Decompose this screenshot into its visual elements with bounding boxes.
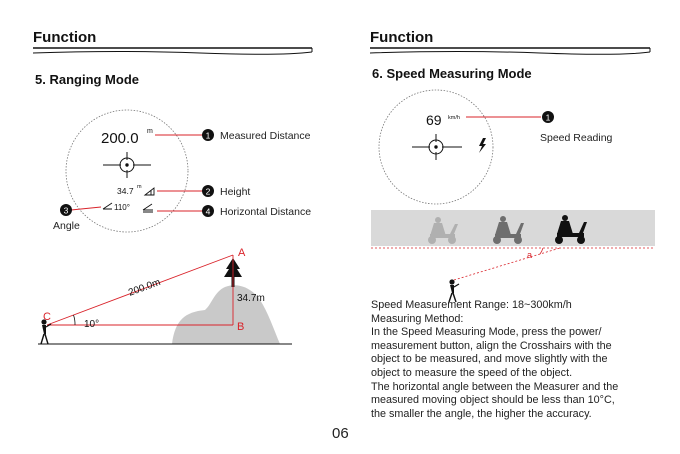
hypotenuse-line [46,254,234,326]
point-a-label: A [238,247,246,259]
point-c-label: C [43,311,51,323]
callout-2-label: Height [220,186,250,198]
angle-label: 10° [84,319,99,330]
instruction-line: measurement button, align the Crosshairs… [371,339,612,352]
person-icon [40,319,52,345]
callout-3-badge [60,204,72,216]
instruction-line: Speed Measurement Range: 18~300km/h [371,299,572,311]
height-icon [143,187,155,196]
callout-1-label: Measured Distance [220,130,311,142]
motion-strip [371,210,655,246]
scooter-rider-icon [428,217,458,244]
speed-mode-title: 6. Speed Measuring Mode [372,66,532,81]
callout-1-label: Speed Reading [540,132,613,144]
instruction-line: the smaller the angle, the higher the ac… [371,407,592,420]
angle-icon [102,202,113,210]
lightning-icon [479,138,486,153]
callout-4-badge [202,205,214,217]
speed-unit: km/h [448,115,460,121]
instruction-line: object to measure the speed of the objec… [371,366,573,379]
angle-arc [539,247,544,255]
crosshair-icon [412,134,462,160]
instruction-line: object to be measured, and move slightly… [371,353,608,366]
callout-1-number: 1 [546,113,551,123]
ranging-mode-title: 5. Ranging Mode [35,72,139,87]
height-unit: m [137,184,142,190]
speed-instructions: Speed Measurement Range: 18~300km/h Meas… [371,299,661,421]
scope-circle [378,89,494,205]
instruction-line: Measuring Method: [371,312,464,325]
instruction-line: measured moving object should be less th… [371,394,615,407]
distance-unit: m [147,128,153,135]
scooter-rider-icon [555,215,587,244]
scope-circle [65,109,189,233]
callout-4-label: Horizontal Distance [220,206,311,218]
callout-3-label: Angle [53,220,80,232]
page-number: 06 [332,425,349,442]
callout-2-number: 2 [206,187,211,197]
horizontal-distance-icon [142,203,153,213]
callout-1-badge [202,129,214,141]
right-header: Function [370,29,434,46]
sight-line [453,247,561,281]
instruction-line: The horizontal angle between the Measure… [371,380,619,393]
height-label: 34.7m [237,293,265,304]
distance-value: 200.0 [101,130,139,147]
mountain-shape [172,285,280,344]
crosshair-icon [103,152,151,178]
callout-line-3 [70,206,102,211]
person-icon [448,279,460,303]
callout-1-badge [542,111,554,123]
angle-value: 110° [114,203,130,212]
callout-1-number: 1 [206,131,211,141]
scooter-rider-icon [493,216,524,244]
point-b-label: B [237,321,244,333]
left-header: Function [33,29,97,46]
callout-4-number: 4 [206,207,211,217]
callout-2-badge [202,185,214,197]
speed-value: 69 [426,112,442,128]
instruction-line: In the Speed Measuring Mode, press the p… [371,326,602,339]
height-value: 34.7 [117,186,134,196]
angle-arc [73,314,76,326]
angle-marker: a [527,250,532,260]
callout-3-number: 3 [64,206,69,216]
